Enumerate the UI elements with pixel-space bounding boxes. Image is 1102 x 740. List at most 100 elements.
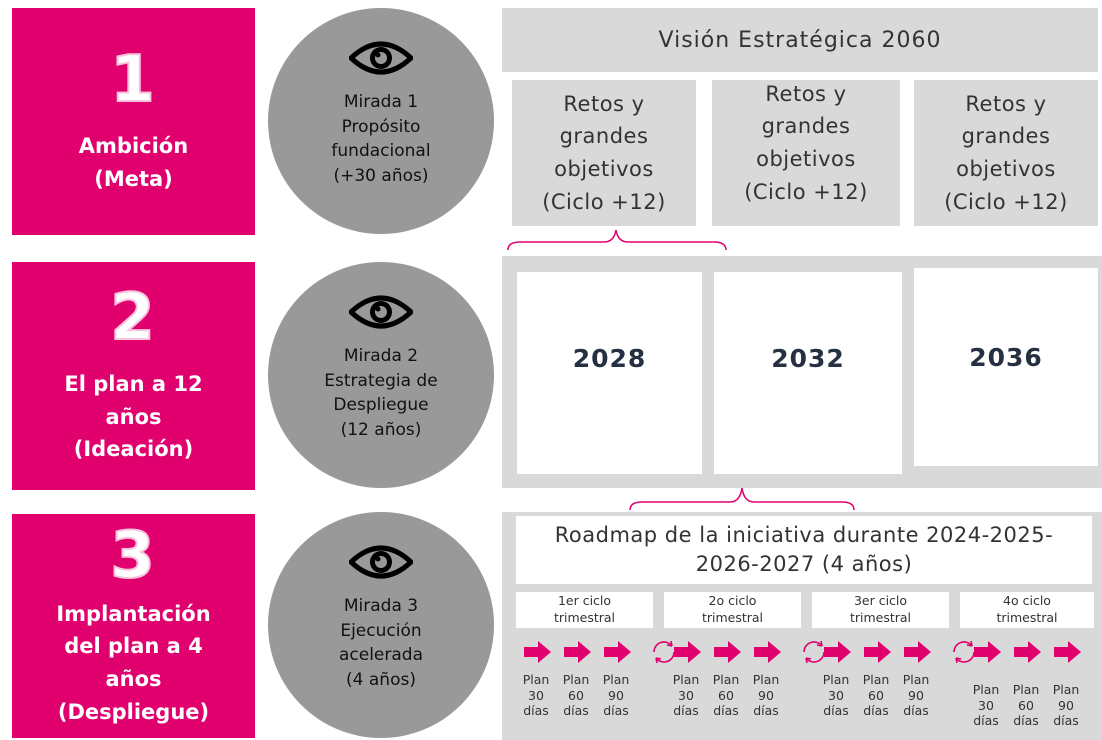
cycle-line: 4o ciclo bbox=[1003, 593, 1051, 609]
roadmap-title-box: Roadmap de la iniciativa durante 2024-20… bbox=[516, 516, 1092, 584]
stage-box-3: 3 Implantación del plan a 4 años (Despli… bbox=[12, 514, 255, 738]
cycle-line: 1er ciclo bbox=[557, 593, 612, 609]
plan-label-line: Plan bbox=[672, 672, 700, 687]
cycle-line: trimestral bbox=[553, 610, 616, 625]
plan-label-line: 90 bbox=[908, 687, 924, 703]
mirada-circle-3: Mirada 3 Ejecución acelerada (4 años) bbox=[268, 512, 494, 738]
mirada-circle-2: Mirada 2 Estrategia de Despliegue (12 añ… bbox=[268, 262, 494, 488]
mirada-line: acelerada bbox=[338, 645, 424, 666]
mirada-line: fundacional bbox=[331, 141, 431, 162]
plan-label-line: Plan bbox=[712, 672, 740, 687]
vision-header: Visión Estratégica 2060 bbox=[502, 8, 1098, 72]
plan-label-line: 30 bbox=[528, 687, 544, 703]
arrow-right-icon bbox=[904, 640, 932, 668]
arrow-right-icon bbox=[754, 640, 782, 668]
reto-line: objetivos bbox=[756, 147, 856, 171]
plan-label-line: días bbox=[863, 703, 889, 719]
mirada-circle-1: Mirada 1 Propósito fundacional (+30 años… bbox=[268, 8, 494, 234]
year-label: 2032 bbox=[771, 343, 845, 373]
vision-title: Visión Estratégica 2060 bbox=[658, 27, 942, 53]
stage-title: El plan a 12 años (Ideación) bbox=[64, 372, 203, 462]
plan-label-line: días bbox=[823, 703, 849, 719]
stage-number: 2 bbox=[109, 281, 157, 356]
mirada-line: Ejecución bbox=[340, 620, 422, 641]
roadmap-title-line: Roadmap de la iniciativa durante 2024-20… bbox=[554, 522, 1054, 547]
year-label: 2036 bbox=[969, 342, 1043, 372]
reto-line: grandes bbox=[559, 124, 649, 149]
year-box-2036: 2036 bbox=[914, 268, 1098, 466]
cycle-line: trimestral bbox=[996, 610, 1058, 625]
plan-label-line: días bbox=[523, 703, 549, 719]
plan-label-line: 90 bbox=[1058, 697, 1074, 713]
arrow-right-icon bbox=[604, 640, 632, 668]
plan-label-line: Plan bbox=[1012, 682, 1040, 697]
plan-label-line: días bbox=[603, 703, 629, 719]
reto-line: (Ciclo +12) bbox=[542, 189, 666, 214]
plan-label-line: 60 bbox=[568, 687, 584, 703]
mirada-line: (+30 años) bbox=[333, 165, 429, 186]
reto-line: objetivos bbox=[956, 157, 1056, 181]
mirada-line: Mirada 1 bbox=[343, 92, 419, 112]
reto-line: Retos y bbox=[563, 91, 645, 116]
plan-label-line: 30 bbox=[828, 687, 844, 703]
stage-box-2: 2 El plan a 12 años (Ideación) bbox=[12, 262, 255, 490]
plan-label-line: 60 bbox=[1018, 697, 1034, 713]
plan-label-line: 90 bbox=[608, 687, 624, 703]
plan-label-line: días bbox=[713, 703, 739, 719]
arrow-right-icon bbox=[824, 640, 852, 668]
reto-line: grandes bbox=[961, 124, 1051, 149]
arrow-right-icon bbox=[524, 640, 552, 668]
reto-box-1: Retos y grandes objetivos (Ciclo +12) bbox=[512, 80, 696, 226]
plan-label-line: 60 bbox=[718, 687, 734, 703]
stage-title: Implantación del plan a 4 años (Desplieg… bbox=[56, 601, 211, 724]
plan-label-line: Plan bbox=[972, 682, 1000, 697]
reto-line: (Ciclo +12) bbox=[944, 189, 1068, 214]
year-box-2032: 2032 bbox=[714, 272, 902, 474]
reto-line: objetivos bbox=[554, 157, 654, 181]
plan-label-line: Plan bbox=[522, 672, 550, 687]
arrow-right-icon bbox=[864, 640, 892, 668]
arrow-right-icon bbox=[974, 640, 1002, 668]
eye-icon bbox=[349, 545, 413, 579]
arrow-right-icon bbox=[1054, 640, 1082, 668]
reto-line: (Ciclo +12) bbox=[744, 179, 868, 204]
brace-connector bbox=[629, 487, 855, 511]
mirada-line: Mirada 3 bbox=[343, 596, 419, 616]
brace-connector bbox=[507, 229, 727, 251]
cycle-line: 3er ciclo bbox=[853, 593, 908, 609]
plan-label-line: 30 bbox=[978, 697, 994, 713]
plan-label-line: Plan bbox=[862, 672, 890, 687]
reto-line: Retos y bbox=[965, 91, 1047, 116]
reto-box-3: Retos y grandes objetivos (Ciclo +12) bbox=[914, 80, 1098, 226]
cycle-arrows-icon bbox=[648, 636, 680, 672]
roadmap-title-line: 2026-2027 (4 años) bbox=[695, 552, 913, 576]
stage-title: Ambición (Meta) bbox=[78, 133, 189, 191]
plan-label-line: 30 bbox=[678, 687, 694, 703]
plan-label-line: días bbox=[673, 703, 699, 719]
stage-number: 3 bbox=[109, 518, 157, 593]
plan-label-line: Plan bbox=[602, 672, 630, 687]
mirada-line: (12 años) bbox=[340, 419, 422, 440]
plan-label-line: 90 bbox=[758, 687, 774, 703]
year-label: 2028 bbox=[572, 343, 647, 373]
mirada-line: (4 años) bbox=[346, 669, 416, 690]
cycle-line: 2o ciclo bbox=[708, 593, 757, 609]
mirada-line: Despliegue bbox=[333, 395, 429, 416]
plan-label-line: Plan bbox=[752, 672, 780, 687]
year-box-2028: 2028 bbox=[517, 272, 702, 474]
plan-label-line: Plan bbox=[902, 672, 930, 687]
